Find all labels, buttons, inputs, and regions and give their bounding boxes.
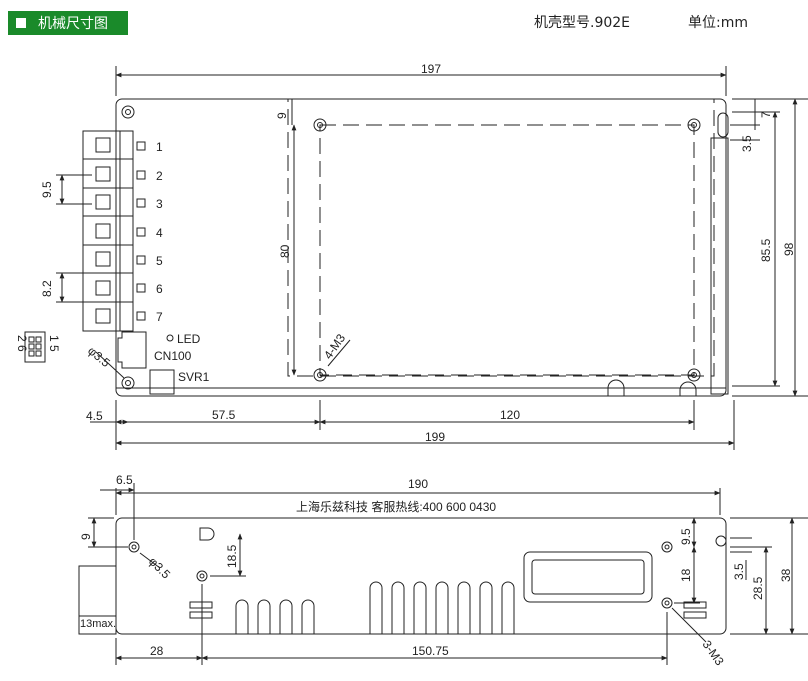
unit-label: 单位:mm — [688, 15, 748, 31]
top-housing-outline — [115, 98, 727, 397]
pcb-area — [287, 98, 715, 377]
svr1-trimmer — [149, 369, 175, 395]
terminal-label: 2 — [156, 169, 163, 183]
section-title-badge: 机械尺寸图 — [8, 11, 128, 35]
d-cutout — [199, 527, 215, 541]
side-hole — [128, 541, 140, 553]
side-rail — [710, 137, 729, 395]
top-view — [24, 66, 808, 450]
terminal-label: 5 — [156, 254, 163, 268]
dim-7: 7 — [759, 111, 773, 118]
dim-57-5: 57.5 — [212, 408, 236, 422]
led-indicator — [166, 334, 174, 342]
dim-85-5: 85.5 — [759, 238, 773, 262]
vent-slots — [235, 581, 515, 634]
pin-label-left: 2 6 — [15, 335, 29, 352]
mount-hole — [687, 368, 701, 382]
model-label: 机壳型号.902E — [534, 15, 631, 31]
dim-80: 80 — [278, 244, 292, 258]
dim-28: 28 — [150, 644, 164, 658]
terminal-label: 1 — [156, 140, 163, 154]
terminal-label: 4 — [156, 226, 163, 240]
dim-9-top: 9 — [275, 112, 289, 119]
dim-4-5: 4.5 — [86, 409, 103, 423]
led-label: LED — [177, 332, 201, 346]
top-right-slot — [717, 112, 729, 138]
dim-190: 190 — [408, 477, 428, 491]
dim-18-5: 18.5 — [225, 544, 239, 568]
mount-hole — [313, 368, 327, 382]
terminal-label: 7 — [156, 310, 163, 324]
side-mount-holes: 3-M3 — [700, 638, 727, 669]
hotline-text: 上海乐兹科技 客服热线:400 600 0430 — [296, 499, 496, 514]
terminal-label: 6 — [156, 282, 163, 296]
mount-hole — [687, 118, 701, 132]
dim-150-75: 150.75 — [412, 644, 449, 658]
terminal-label: 3 — [156, 197, 163, 211]
square-bullet-icon — [16, 18, 26, 28]
dim-18-side: 18 — [679, 568, 693, 582]
dim-9-side: 9 — [79, 533, 93, 540]
side-view — [78, 483, 808, 665]
pin-header — [24, 331, 46, 363]
side-hole-dia: φ3.5 — [146, 554, 173, 581]
dim-9-5-side: 9.5 — [679, 528, 693, 545]
dim-199: 199 — [425, 430, 445, 444]
display-window — [523, 551, 653, 603]
dim-38: 38 — [779, 568, 793, 582]
dim-120: 120 — [500, 408, 520, 422]
cn100-label: CN100 — [154, 349, 192, 363]
dim-197: 197 — [421, 62, 441, 76]
dim-98: 98 — [782, 242, 796, 256]
side-hole — [661, 597, 673, 609]
dim-28-5: 28.5 — [751, 576, 765, 600]
cn100-connector — [117, 331, 147, 369]
section-title: 机械尺寸图 — [38, 15, 108, 31]
dim-3-5-side: 3.5 — [732, 563, 746, 580]
corner-hole-bottom — [121, 376, 135, 390]
corner-hole-dia: φ3.5 — [85, 344, 113, 371]
corner-hole-top — [121, 105, 135, 119]
mount-area — [319, 124, 695, 376]
terminal-stub — [78, 565, 117, 617]
pin-label-right: 1 5 — [47, 335, 61, 352]
side-hole — [196, 570, 208, 582]
dim-8-2-pitch: 8.2 — [40, 280, 54, 297]
side-hole — [661, 541, 673, 553]
dim-3-5-right: 3.5 — [740, 135, 754, 152]
mount-hole — [313, 118, 327, 132]
svr1-label: SVR1 — [178, 370, 210, 384]
dim-6-5: 6.5 — [116, 473, 133, 487]
terminal-max-label: 13max. — [80, 618, 116, 630]
terminal-block — [82, 130, 134, 332]
dim-9-5-pitch: 9.5 — [40, 181, 54, 198]
